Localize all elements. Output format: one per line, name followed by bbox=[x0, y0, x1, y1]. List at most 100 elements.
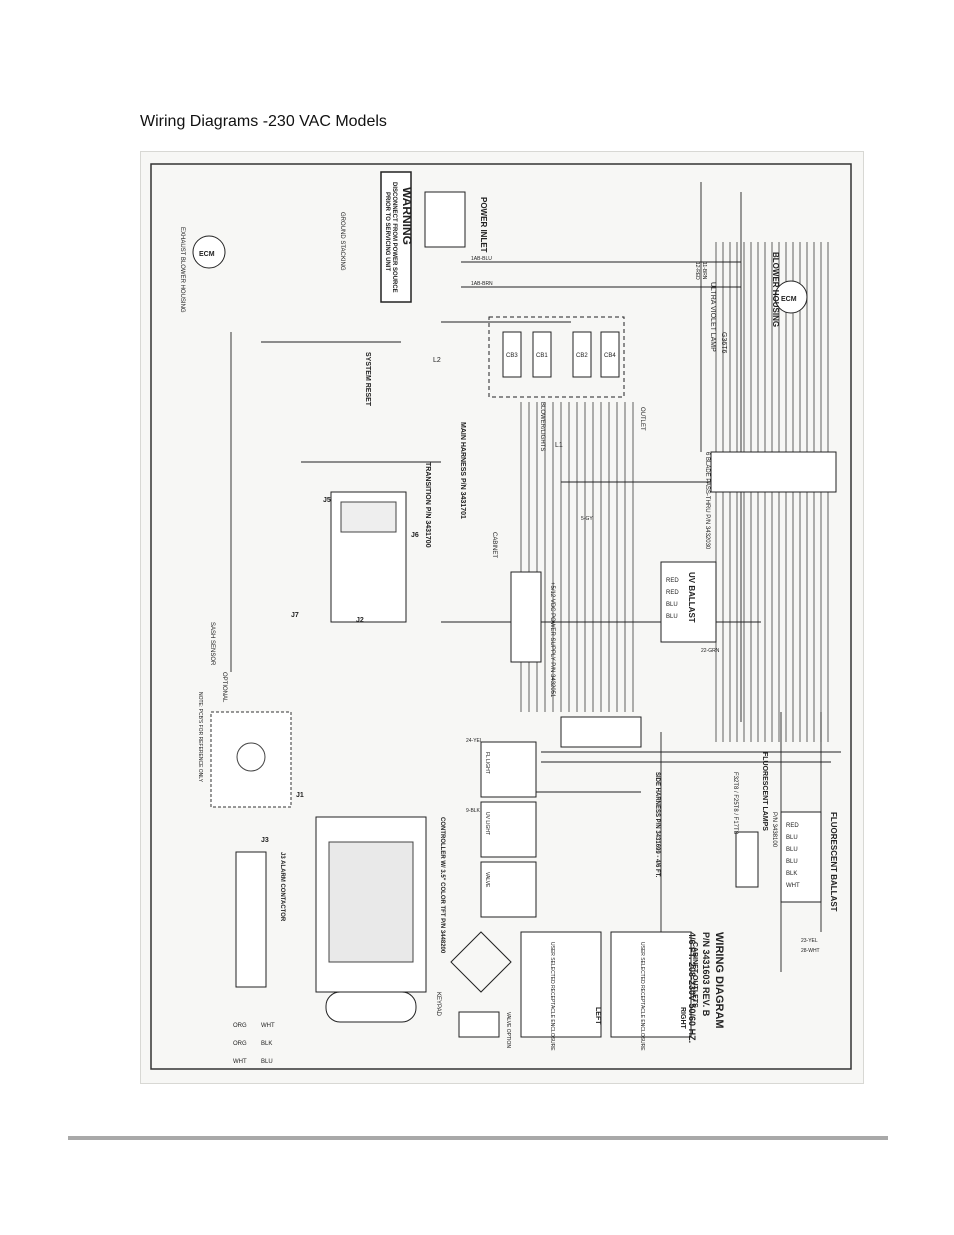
breaker-group bbox=[488, 316, 625, 398]
relay-uv-label: UV LIGHT bbox=[484, 812, 490, 835]
wire-code-1: 1AB-BLU bbox=[471, 256, 492, 262]
valve-option-label: VALVE OPTION bbox=[505, 1012, 511, 1048]
relay-valve bbox=[480, 861, 537, 918]
lamp-type-label: F32T8 / F25T8 / F17T8 bbox=[732, 772, 738, 835]
diagram-border bbox=[150, 163, 852, 1070]
power-inlet-box bbox=[424, 191, 466, 248]
sash-sensor-label: SASH SENSOR bbox=[209, 622, 215, 666]
wire-code-3: 11-BRN bbox=[701, 262, 707, 280]
receptacle-left-label: USER SELECTED RECEPTACLE ENCLOSURE bbox=[549, 942, 555, 1051]
power-supply-label: +5/12 VDC POWER SUPPLY P/N 3432051 bbox=[549, 582, 555, 698]
outlet-right-label: RIGHT bbox=[679, 1007, 686, 1030]
fl-ballast-color-5: BLK bbox=[786, 871, 797, 877]
alarm-contactor-box bbox=[235, 851, 267, 988]
connector-j2: J2 bbox=[356, 617, 364, 624]
fl-ballast-color-3: BLU bbox=[786, 847, 798, 853]
uv-ballast-box bbox=[660, 561, 717, 643]
footer-divider bbox=[68, 1136, 888, 1140]
side-harness-label: SIDE HARNESS P/N 3431699 - 4/6 FT. bbox=[654, 772, 660, 878]
fluorescent-ballast-box bbox=[780, 811, 822, 903]
ground-stacking-label: GROUND STACKING bbox=[339, 212, 345, 271]
uv-lamp-label: ULTRA VIOLET LAMP bbox=[709, 282, 716, 352]
valve-bridge-icon bbox=[450, 931, 512, 993]
main-harness-label: MAIN HARNESS P/N 3431701 bbox=[459, 422, 466, 519]
alarm-row-6: BLU bbox=[261, 1059, 273, 1065]
wire-code-10: 9-BLK bbox=[466, 808, 481, 814]
cabinet-label: CABINET bbox=[491, 532, 497, 558]
warning-line1: DISCONNECT FROM POWER SOURCE bbox=[391, 182, 397, 293]
ecm-exhaust-label: ECM bbox=[199, 251, 215, 258]
breaker-cb3 bbox=[502, 331, 522, 378]
transition-chip bbox=[340, 501, 397, 533]
pcb-component-icon bbox=[236, 742, 266, 772]
connector-j1: J1 bbox=[296, 792, 304, 799]
system-reset-label: SYSTEM RESET bbox=[364, 352, 371, 407]
fl-ballast-color-2: BLU bbox=[786, 835, 798, 841]
pass-thru-terminal-strip bbox=[710, 451, 837, 493]
fl-ballast-color-6: WHT bbox=[786, 883, 800, 889]
connector-j6: J6 bbox=[411, 532, 419, 539]
power-inlet-label: POWER INLET bbox=[479, 197, 488, 253]
wire-code-8: 24-YEL bbox=[466, 738, 483, 744]
exhaust-blower-icon bbox=[192, 235, 226, 269]
outlet-label: OUTLET bbox=[639, 407, 645, 431]
uv-ballast-color-4: BLU bbox=[666, 614, 678, 620]
fl-ballast-color-1: RED bbox=[786, 823, 799, 829]
wiring-diagram: WIRING DIAGRAM P/N 3431603 REV. B 4/6 FT… bbox=[140, 151, 864, 1084]
warning-box bbox=[380, 171, 412, 303]
uv-ballast-color-3: BLU bbox=[666, 602, 678, 608]
blower-lights-label: BLOWER/LIGHTS bbox=[539, 402, 545, 451]
l1-label: L1 bbox=[555, 442, 563, 449]
breaker-cb3-label: CB3 bbox=[506, 353, 518, 359]
fluorescent-lamp-box bbox=[735, 831, 759, 888]
keypad-label: KEYPAD bbox=[435, 992, 441, 1017]
blower-housing-icon bbox=[774, 280, 808, 314]
cabinet-outlets-label: CABINET OUTLETS bbox=[691, 942, 698, 1008]
middle-harness bbox=[520, 402, 634, 712]
breaker-cb4-label: CB4 bbox=[604, 353, 616, 359]
alarm-contactor-label: J3 ALARM CONTACTOR bbox=[279, 852, 285, 922]
optional-pcb bbox=[210, 711, 292, 808]
alarm-row-5: BLK bbox=[261, 1041, 272, 1047]
wire-code-9: 28-WHT bbox=[801, 948, 820, 954]
wire-code-4: 12-RED bbox=[694, 262, 700, 280]
receptacle-right-label: USER SELECTED RECEPTACLE ENCLOSURE bbox=[639, 942, 645, 1051]
connector-j5: J5 bbox=[323, 497, 331, 504]
title-block-part: P/N 3431603 REV. B bbox=[701, 932, 711, 1017]
wire-code-6: 22-GRN bbox=[701, 648, 720, 654]
pass-thru-label: 6 BLADE PASS-THRU P/N 3432030 bbox=[704, 452, 710, 550]
breaker-cb1-label: CB1 bbox=[536, 353, 548, 359]
outlet-right-box bbox=[610, 931, 692, 1038]
fluorescent-ballast-label: FLUORESCENT BALLAST bbox=[829, 812, 838, 912]
optional-label: OPTIONAL bbox=[221, 672, 227, 703]
breaker-cb1 bbox=[532, 331, 552, 378]
blower-housing-label: BLOWER HOUSING bbox=[771, 252, 780, 327]
valve-option-box bbox=[458, 1011, 500, 1038]
alarm-row-3: WHT bbox=[233, 1059, 247, 1065]
power-supply-box bbox=[510, 571, 542, 663]
wire-code-7: 23-YEL bbox=[801, 938, 818, 944]
uv-lamp-model: G36T6 bbox=[720, 332, 727, 354]
warning-title: WARNING bbox=[400, 187, 414, 245]
uv-ballast-color-2: RED bbox=[666, 590, 679, 596]
fl-ballast-color-4: BLU bbox=[786, 859, 798, 865]
wiring-diagram-svg: WIRING DIAGRAM P/N 3431603 REV. B 4/6 FT… bbox=[150, 163, 852, 1070]
uv-ballast-label: UV BALLAST bbox=[687, 572, 696, 623]
fluorescent-ballast-pn: P/N 3438100 bbox=[771, 812, 777, 848]
wire-code-2: 1AB-BRN bbox=[471, 281, 493, 287]
breaker-cb4 bbox=[600, 331, 620, 378]
transition-label: TRANSITION P/N 3431700 bbox=[424, 462, 431, 548]
outlet-left-label: LEFT bbox=[594, 1007, 601, 1025]
title-block-title: WIRING DIAGRAM bbox=[713, 932, 725, 1029]
title-block-spec: 4/6 FT. 208-230V 50/60 HZ. bbox=[687, 932, 697, 1043]
exhaust-blower-label: EXHAUST BLOWER HOUSING bbox=[179, 227, 185, 313]
warning-line2: PRIOR TO SERVICING UNIT bbox=[384, 192, 390, 271]
fluorescent-lamps-label: FLUORESCENT LAMPS bbox=[761, 752, 768, 831]
side-terminal-strip bbox=[560, 716, 642, 748]
alarm-row-1: ORG bbox=[233, 1023, 247, 1029]
breaker-cb2 bbox=[572, 331, 592, 378]
ecm-blower-label: ECM bbox=[781, 296, 797, 303]
relay-fl-light bbox=[480, 741, 537, 798]
connector-j3: J3 bbox=[261, 837, 269, 844]
l2-label: L2 bbox=[433, 357, 441, 364]
